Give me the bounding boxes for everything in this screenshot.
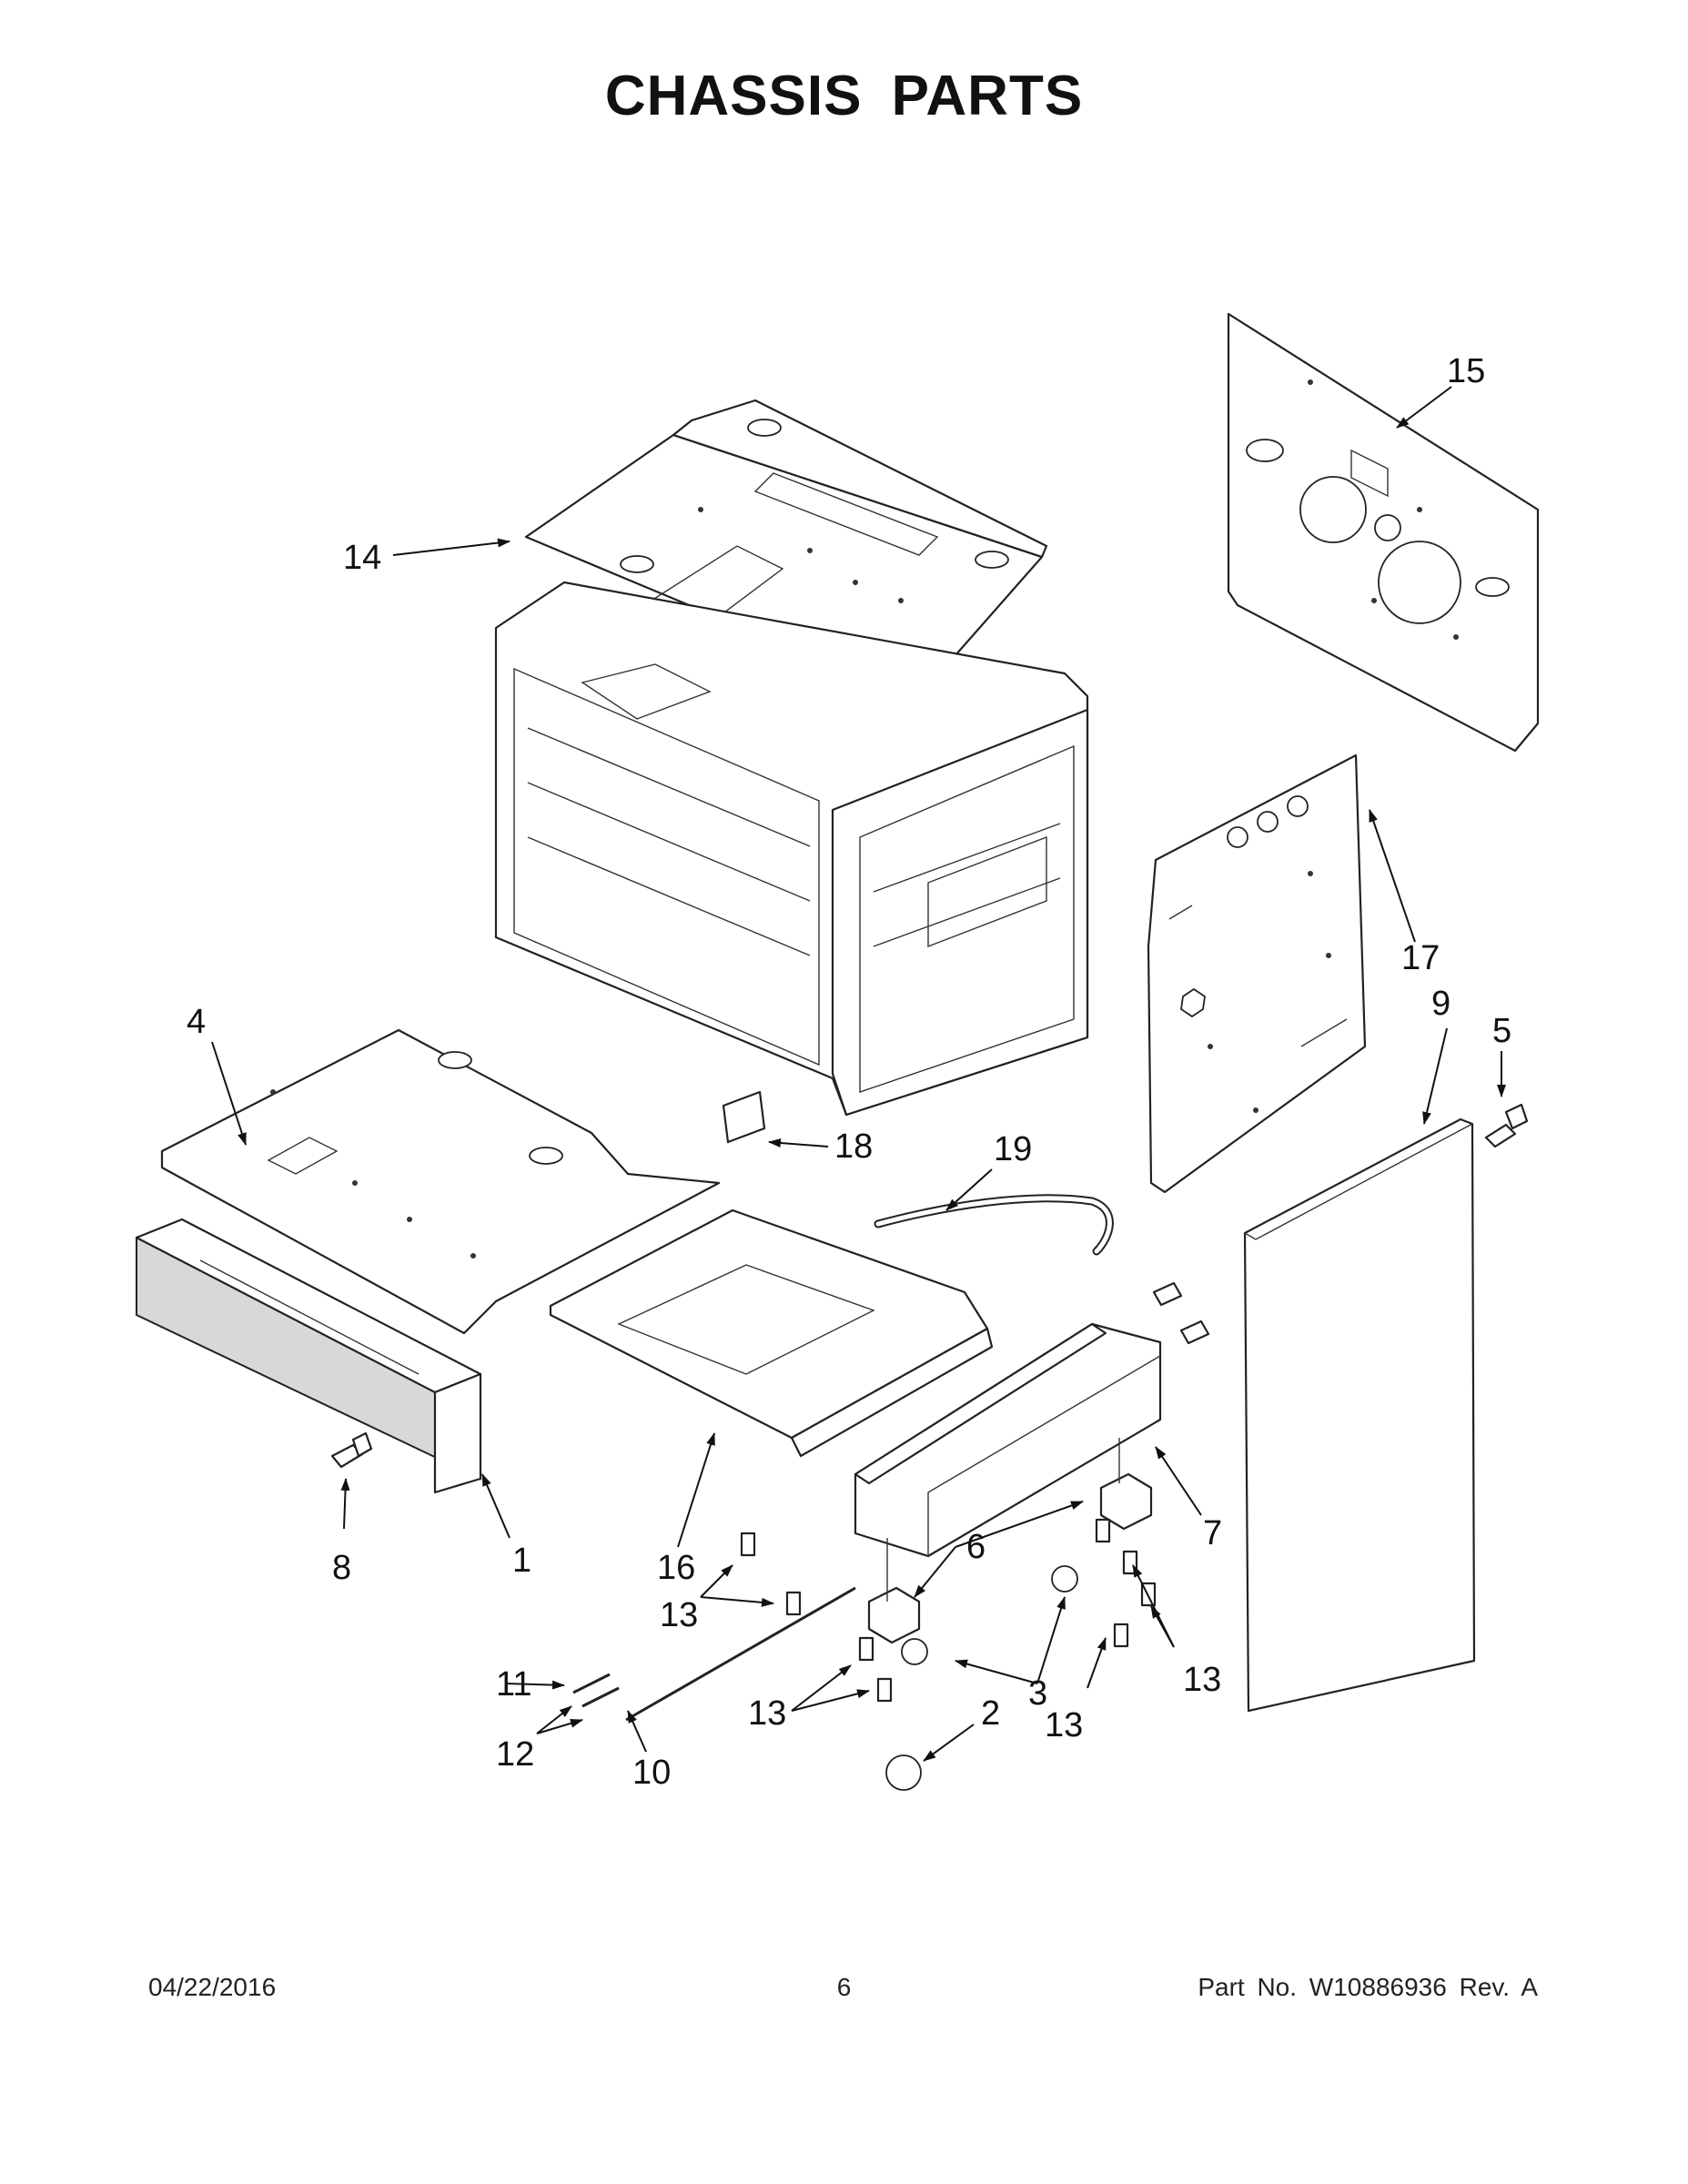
footer-page-number: 6 [836,1973,852,2001]
footer-part-number: Part No. W10886936 Rev. A [1198,1973,1538,2001]
callout-10: 10 [632,1754,671,1792]
lower-panel-part [549,1208,994,1458]
rod-parts [572,1586,856,1722]
callout-19: 19 [994,1130,1032,1168]
callout-13-left: 13 [660,1596,698,1634]
hex-screws-part [740,1281,1210,1703]
callout-18: 18 [834,1127,873,1166]
callout-1: 1 [512,1542,531,1580]
wire-tube-part [874,1194,1114,1256]
oven-cavity-part [494,581,1089,1117]
callout-3-left: 3 [1028,1674,1047,1713]
callout-6: 6 [966,1528,986,1566]
callout-13-bottom-left: 13 [748,1694,786,1733]
bottom-panel-part [160,1028,721,1335]
side-screw-part [1484,1103,1529,1148]
callout-2: 2 [981,1694,1000,1733]
side-panel-part [1147,753,1367,1194]
side-trim-panel-part [1243,1117,1476,1713]
leveling-legs-part [867,1438,1153,1791]
front-kick-panel-part [135,1218,482,1494]
callout-8: 8 [332,1549,351,1587]
callout-16: 16 [657,1549,695,1587]
wire-connector-part [722,1090,766,1144]
top-panel-part [524,399,1048,684]
leveling-bracket-part [854,1322,1162,1558]
leader-lines [211,386,1506,1762]
callout-5: 5 [1492,1012,1511,1050]
callout-13-bottom-center: 13 [1045,1706,1083,1744]
callout-14: 14 [343,539,381,577]
callout-labels: 14 15 4 17 9 5 18 19 1 8 16 13 6 7 11 12… [187,352,1511,1792]
page-title: CHASSIS PARTS [604,65,1084,127]
footer-date: 04/22/2016 [148,1973,277,2001]
callout-9: 9 [1431,985,1450,1023]
callout-7: 7 [1203,1514,1222,1552]
rear-panel-part [1227,312,1540,753]
kick-panel-screw-part [330,1431,373,1469]
callout-11: 11 [496,1665,531,1704]
callout-13-bottom-right: 13 [1183,1661,1221,1699]
callout-12: 12 [496,1735,534,1774]
callout-17: 17 [1401,939,1440,977]
callout-15: 15 [1447,352,1485,390]
callout-4: 4 [187,1003,206,1041]
